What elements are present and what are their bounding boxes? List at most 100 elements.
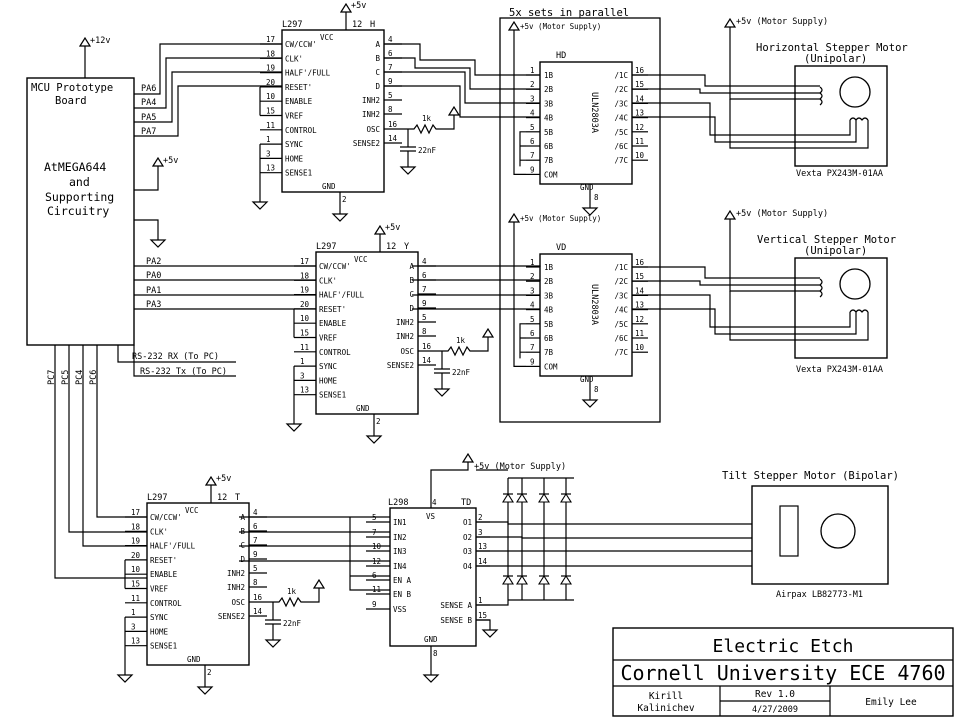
l297-right-label: INH2 [396, 332, 414, 341]
l297-left-label: VREF [150, 585, 169, 594]
uln-left-label: 2B [544, 277, 554, 286]
author1-line2: Kalinichev [637, 703, 694, 714]
l297-right-pin: 8 [388, 105, 393, 114]
l297-right-pin: 4 [388, 35, 393, 44]
l297-left-label: CLK' [319, 276, 337, 285]
l297-right-label: A [409, 262, 414, 271]
port-pa3: PA3 [146, 300, 161, 310]
tilt-motor-title: Tilt Stepper Motor (Bipolar) [722, 470, 899, 482]
revision: Rev 1.0 [755, 689, 795, 700]
uln-left-pin: 2 [530, 80, 535, 89]
l297-vcc-pin: 12 [352, 20, 362, 30]
l297-gnd-pin: 2 [342, 195, 347, 204]
uln-right-label: /3C [614, 99, 628, 108]
uln-right-pin: 16 [635, 258, 645, 267]
l297-left-pin: 1 [300, 357, 305, 366]
l297-left-label: SYNC [285, 140, 303, 149]
l297-vcc-label: VCC [354, 255, 368, 264]
uln-right-pin: 13 [635, 301, 644, 310]
l297-left-label: HOME [319, 376, 338, 385]
uln-left-label: 3B [544, 291, 554, 300]
diode-icon [502, 492, 514, 503]
l297-right-label: INH2 [362, 96, 380, 105]
uln-left-label: 5B [544, 128, 554, 137]
uln-right-label: /5C [614, 128, 628, 137]
diode-icon [502, 574, 514, 585]
horizontal-motor: Horizontal Stepper Motor (Unipolar) Vext… [756, 42, 908, 179]
l297-left-pin: 19 [131, 537, 140, 546]
mcu-title-line1: MCU Prototype [31, 82, 113, 94]
uln2803-horizontal: HDGND8ULN2803A11B22B33B44B55B66B77B9COM+… [507, 20, 648, 216]
uln-gnd-label: GND [580, 183, 594, 192]
uln-gnd-pin: 8 [594, 193, 599, 202]
uln-right-pin: 15 [635, 80, 644, 89]
port-pc7: PC7 [47, 370, 57, 385]
l298-right-pin: 2 [478, 513, 483, 522]
uln-left-label: 4B [544, 114, 554, 123]
uln-right-pin: 15 [635, 272, 644, 281]
l297-right-pin: 16 [422, 342, 432, 351]
l297-capacitor-label: 22nF [283, 619, 302, 628]
l297-left-pin: 20 [266, 78, 276, 87]
uln-left-pin: 9 [530, 165, 535, 174]
port-pa6: PA6 [141, 84, 156, 94]
title-block: Electric Etch Cornell University ECE 476… [612, 627, 954, 717]
l298-left-pin: 9 [372, 600, 377, 609]
l298-vs-pin: 4 [432, 498, 437, 507]
l297-right-pin: 7 [422, 285, 427, 294]
l298-right-label: SENSE A [440, 601, 472, 610]
l298-left-label: IN3 [393, 547, 407, 556]
uln-right-pin: 12 [635, 315, 644, 324]
uln-right-label: /1C [614, 71, 628, 80]
l297-left-pin: 15 [300, 329, 309, 338]
l297-left-pin: 11 [300, 343, 309, 352]
l297-left-label: HOME [150, 627, 169, 636]
l297-vcc-label: VCC [320, 33, 334, 42]
uln-right-pin: 14 [635, 286, 645, 295]
uln-left-label: 7B [544, 156, 554, 165]
l298-right-pin: 1 [478, 596, 483, 605]
uln-left-pin: 6 [530, 329, 535, 338]
l297-left-label: HALF'/FULL [319, 291, 365, 300]
port-pa7: PA7 [141, 127, 156, 137]
l297-right-pin: 6 [388, 49, 393, 58]
l297-right-label: B [409, 276, 414, 285]
l297-left-label: VREF [285, 112, 304, 121]
l297-left-label: SENSE1 [150, 642, 177, 651]
horizontal-motor-part: Vexta PX243M-01AA [796, 169, 883, 179]
l297-right-label: INH2 [227, 583, 245, 592]
l297-left-label: CW/CCW' [319, 262, 351, 271]
l297-right-pin: 8 [422, 327, 427, 336]
l297-left-pin: 1 [266, 135, 271, 144]
uln-right-label: /5C [614, 320, 628, 329]
diode-icon [538, 492, 550, 503]
l297-right-pin: 16 [388, 120, 398, 129]
uln-left-pin: 1 [530, 66, 535, 75]
l298-right-pin: 14 [478, 557, 488, 566]
l297-right-pin: 7 [253, 536, 258, 545]
parallel-sets-box: 5x sets in parallel [499, 7, 661, 423]
l297-gnd-label: GND [356, 404, 370, 413]
uln-right-label: /6C [614, 334, 628, 343]
l297-left-label: ENABLE [319, 319, 347, 328]
port-pa1: PA1 [146, 286, 161, 296]
l297-left-label: RESET' [285, 83, 312, 92]
l298-td: TD [461, 498, 471, 508]
uln-right-label: /2C [614, 277, 628, 286]
l297-left-pin: 15 [266, 107, 275, 116]
uln-right-pin: 12 [635, 123, 644, 132]
vertical-motor-supply: +5v (Motor Supply) [736, 209, 828, 219]
uln-right-label: /4C [614, 114, 628, 123]
l297-vcc-label: VCC [185, 506, 199, 515]
uln-left-pin: 4 [530, 301, 535, 310]
l297-left-label: CONTROL [319, 348, 351, 357]
l297-right-label: OSC [231, 598, 245, 607]
l297-left-label: CLK' [150, 527, 168, 536]
l297-gnd-pin: 2 [207, 668, 212, 677]
uln2803-vertical: VDGND8ULN2803A11B22B33B44B55B66B77B9COM+… [507, 212, 648, 408]
l297-capacitor-label: 22nF [452, 368, 471, 377]
uln-left-label: 3B [544, 99, 554, 108]
l297-left-pin: 11 [266, 121, 275, 130]
l297-part-label: L297 [282, 20, 302, 30]
